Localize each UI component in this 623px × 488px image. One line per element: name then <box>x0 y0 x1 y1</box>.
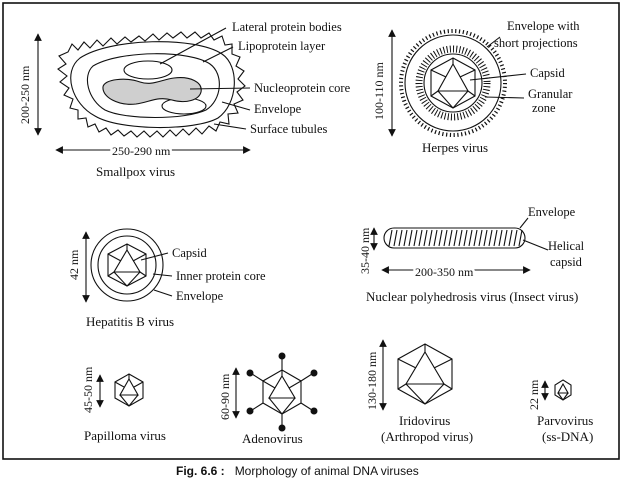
npv-envelope <box>383 227 526 249</box>
adeno-diagram <box>232 352 318 432</box>
hepatitis-leader-inner <box>152 273 173 277</box>
hepatitis-label-capsid: Capsid <box>172 246 207 260</box>
figure-caption-label: Fig. 6.6 : <box>176 464 225 478</box>
irido-diagram <box>379 339 453 411</box>
parvo-diagram <box>541 379 572 401</box>
herpes-capsid-ring <box>423 53 483 113</box>
herpes-name: Herpes virus <box>422 140 488 155</box>
npv-height-label: 35-40 nm <box>358 227 372 274</box>
smallpox-label-lateral: Lateral protein bodies <box>232 20 342 34</box>
hepatitis-label-envelope: Envelope <box>176 289 224 303</box>
herpes-label-capsid: Capsid <box>530 66 565 80</box>
adeno-size-label: 60-90 nm <box>218 373 232 420</box>
herpes-leader-capsid <box>469 73 527 81</box>
smallpox-envelope <box>70 41 235 129</box>
npv-label-helical-line2: capsid <box>550 255 583 269</box>
herpes-envelope <box>404 34 502 132</box>
irido-name-line2: (Arthropod virus) <box>381 429 473 444</box>
papilloma-size-label: 45-50 nm <box>81 366 95 413</box>
smallpox-label-tubules: Surface tubules <box>250 122 328 136</box>
hepatitis-diagram <box>82 228 173 303</box>
herpes-label-granular-line1: Granular <box>528 87 573 101</box>
adeno-name: Adenovirus <box>242 431 303 446</box>
hepatitis-leader-capsid <box>140 252 169 261</box>
hepatitis-envelope <box>90 228 164 302</box>
papilloma-name: Papilloma virus <box>84 428 166 443</box>
smallpox-nucleoprotein-core <box>102 77 202 105</box>
smallpox-label-core: Nucleoprotein core <box>254 81 351 95</box>
herpes-capsid <box>430 57 476 109</box>
herpes-label-granular-line2: zone <box>532 101 556 115</box>
npv-length-label: 200-350 nm <box>415 265 474 279</box>
smallpox-surface-tubules <box>57 31 246 138</box>
smallpox-leader-envelope <box>221 101 251 111</box>
smallpox-leader-core <box>189 87 251 90</box>
smallpox-name: Smallpox virus <box>96 164 175 179</box>
papilloma-diagram <box>96 373 144 408</box>
smallpox-diagram <box>34 27 251 154</box>
smallpox-label-envelope: Envelope <box>254 102 302 116</box>
npv-label-envelope: Envelope <box>528 205 576 219</box>
smallpox-height-label: 200-250 nm <box>18 65 32 124</box>
herpes-size-label: 100-110 nm <box>372 61 386 120</box>
npv-leader-envelope <box>519 217 529 229</box>
npv-helical-capsid <box>388 229 523 247</box>
smallpox-leader-lipo <box>202 46 234 63</box>
herpes-label-envelope-line1: Envelope with <box>507 19 580 33</box>
hepatitis-label-inner: Inner protein core <box>176 269 266 283</box>
figure-frame <box>2 2 620 460</box>
hepatitis-inner-core <box>97 235 157 295</box>
smallpox-leader-lateral <box>159 27 227 65</box>
hepatitis-capsid <box>107 243 147 287</box>
figure-caption: Fig. 6.6 : Morphology of animal DNA viru… <box>176 462 419 479</box>
parvo-size-label: 22 nm <box>527 379 541 410</box>
smallpox-label-lipo: Lipoprotein layer <box>238 39 326 53</box>
hepatitis-size-label: 42 nm <box>67 249 81 280</box>
figure-caption-text: Morphology of animal DNA viruses <box>235 464 419 478</box>
adeno-fibers <box>246 352 318 432</box>
hepatitis-leader-envelope <box>153 289 173 297</box>
herpes-diagram <box>388 29 527 137</box>
herpes-leader-granular <box>484 96 525 99</box>
irido-size-label: 130-180 nm <box>365 351 379 410</box>
npv-diagram <box>370 217 549 274</box>
herpes-envelope-spikes <box>399 29 507 137</box>
parvo-name-line2: (ss-DNA) <box>542 429 593 444</box>
herpes-leader-envelope <box>486 36 501 48</box>
parvo-name-line1: Parvovirus <box>537 413 593 428</box>
npv-name: Nuclear polyhedrosis virus (Insect virus… <box>366 289 578 304</box>
smallpox-leader-tubules <box>213 123 247 130</box>
hepatitis-name: Hepatitis B virus <box>86 314 174 329</box>
npv-leader-helical <box>522 239 549 251</box>
npv-label-helical-line1: Helical <box>548 239 585 253</box>
smallpox-lipoprotein-layer <box>86 53 220 118</box>
smallpox-width-label: 250-290 nm <box>112 144 171 158</box>
smallpox-lateral-body-top <box>123 60 173 80</box>
herpes-granular-zone <box>415 45 491 121</box>
irido-name-line1: Iridovirus <box>399 413 450 428</box>
herpes-label-envelope-line2: short projections <box>494 36 578 50</box>
